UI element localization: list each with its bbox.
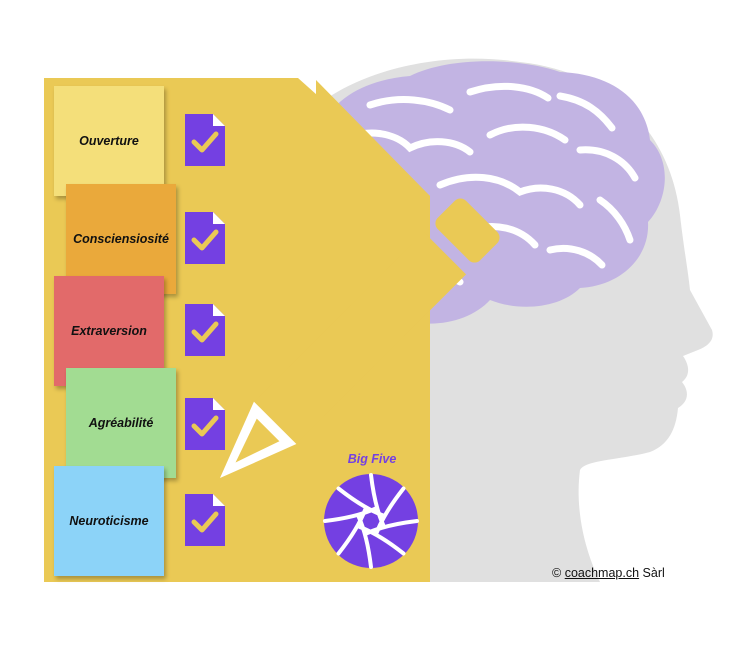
trait-label: Consciensiosité — [73, 232, 169, 246]
trait-label: Agréabilité — [88, 416, 154, 430]
trait-label: Extraversion — [71, 324, 147, 338]
camera-aperture-icon — [323, 473, 419, 569]
copyright-suffix: Sàrl — [642, 566, 665, 580]
clipboard-folded-corner — [316, 80, 430, 196]
trait-note-neuroticisme: Neuroticisme — [54, 466, 164, 576]
copyright-link[interactable]: coachmap.ch — [564, 566, 640, 580]
aperture-blade — [374, 486, 406, 535]
brand-label: Big Five — [347, 452, 397, 466]
document-check-icon — [185, 304, 225, 356]
copyright-notice: © coachmap.ch Sàrl — [552, 566, 665, 580]
trait-label: Ouverture — [79, 134, 139, 148]
trait-note-agreabilite: Agréabilité — [66, 368, 176, 478]
trait-label: Neuroticisme — [69, 514, 149, 528]
document-check-icon — [185, 398, 225, 450]
copyright-symbol: © — [552, 566, 562, 580]
document-check-icon — [185, 114, 225, 166]
trait-note-consciensiosite: Consciensiosité — [66, 184, 176, 294]
document-check-icon — [185, 494, 225, 546]
document-check-icon — [185, 212, 225, 264]
trait-note-ouverture: Ouverture — [54, 86, 164, 196]
pencil-icon — [220, 198, 500, 478]
trait-note-extraversion: Extraversion — [54, 276, 164, 386]
